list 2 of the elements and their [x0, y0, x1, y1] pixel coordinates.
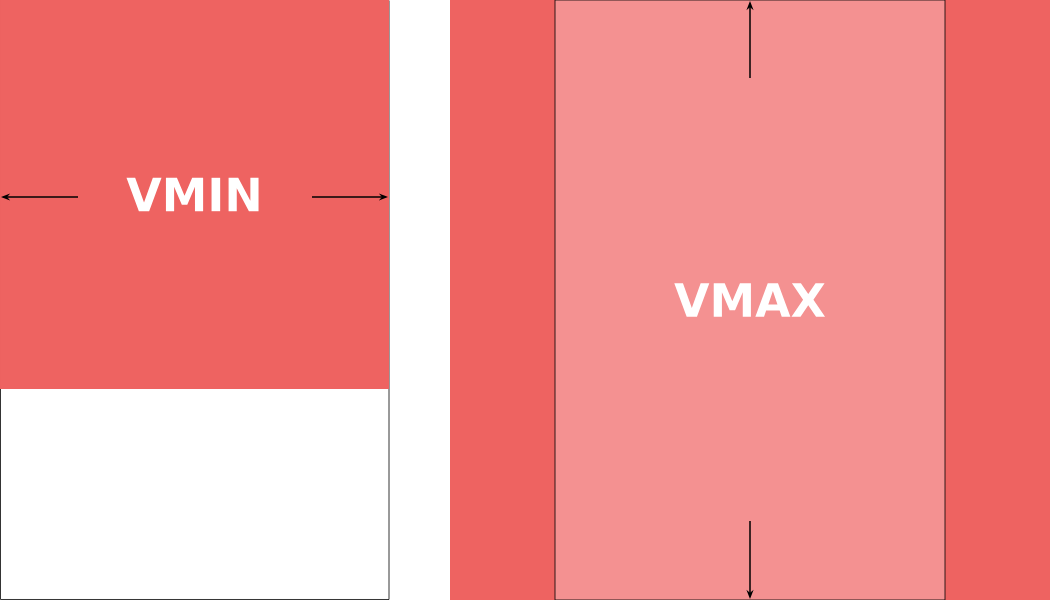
- square-box: VMIN: [0, 0, 389, 389]
- viewport-rectangle: VMAX: [554, 0, 946, 600]
